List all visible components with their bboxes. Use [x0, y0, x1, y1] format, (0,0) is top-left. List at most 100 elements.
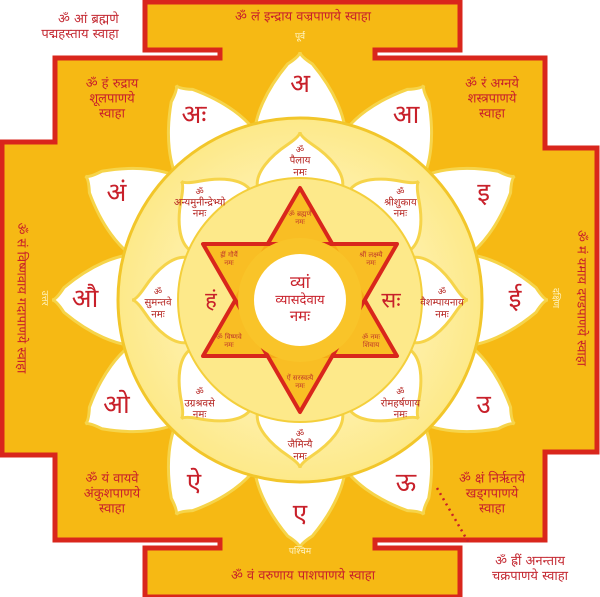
corner-line: अंकुशपाणये [83, 486, 141, 502]
corner-nirriti: ॐ क्षं निर्ऋतयेखड्गपाणयेस्वाहा [458, 471, 526, 518]
namah: नमः [293, 167, 307, 179]
star-text-b: नमः [224, 341, 234, 349]
corner-line: शूलपाणये [89, 91, 135, 107]
star-text-b: नमः [224, 259, 234, 267]
corner-ananta: ॐ ह्रीं अनन्ताय चक्रपाणये स्वाहा [492, 554, 568, 585]
center-text: व्यां व्यासदेवाय नमः [275, 274, 324, 326]
bija-ham: हं [205, 288, 217, 314]
gate-bottom-mantra: ॐ वं वरुणाय पाशपाणये स्वाहा [230, 568, 376, 584]
direction-south: दक्षिण [550, 287, 561, 309]
om-symbol: ॐ [437, 287, 447, 298]
corner-line: शस्त्रपाणये [467, 91, 517, 107]
star-text-a: ॐ विष्णवे [216, 332, 242, 341]
direction-north: उत्तर [39, 290, 50, 306]
outer-petal-letter: उ [476, 390, 491, 421]
deity-name: वैशम्पायनाय [420, 297, 464, 309]
corner-vayu: ॐ यं वायवेअंकुशपाणयेस्वाहा [83, 471, 141, 518]
corner-line: स्वाहा [99, 106, 125, 122]
corner-line: पद्महस्ताय स्वाहा [41, 27, 119, 42]
om-symbol: ॐ [153, 287, 163, 298]
corner-line: स्वाहा [479, 501, 505, 517]
deity-name: पैलाय [289, 155, 311, 167]
corner-line: ॐ हं रुद्राय [85, 76, 139, 92]
center-circle [254, 254, 346, 346]
center-namah: नमः [289, 307, 311, 326]
bija-sah: सः [381, 288, 401, 314]
corner-agni: ॐ रं अग्नयेशस्त्रपाणयेस्वाहा [465, 76, 519, 123]
namah: नमः [192, 208, 207, 220]
star-point-label: ह्रीं गौर्यैनमः [220, 251, 238, 267]
deity-name: जैमिन्यै [287, 439, 313, 451]
om-symbol: ॐ [195, 387, 204, 398]
gate-top-mantra: ॐ लं इन्द्राय वज्रपाणये स्वाहा [235, 9, 371, 25]
star-text-a: ॐ ब्रह्मणे [288, 209, 312, 218]
star-point-label: ॐ नमःशिवाय [362, 333, 380, 349]
corner-line: ॐ आं ब्रह्मणे [57, 12, 119, 28]
namah: नमः [435, 309, 449, 321]
corner-line: ॐ यं वायवे [85, 471, 139, 487]
star-text-a: ह्रीं गौर्यै [220, 250, 238, 259]
star-point-label: ॐ ब्रह्मणेनमः [288, 210, 311, 226]
namah: नमः [293, 451, 307, 463]
outer-petal-letter: इ [477, 178, 490, 209]
outer-petal-letter: ई [508, 284, 522, 315]
namah: नमः [151, 309, 165, 321]
deity-name: रोमहर्षणाय [380, 398, 421, 410]
corner-brahma: ॐ आं ब्रह्मणे पद्महस्ताय स्वाहा [41, 12, 119, 43]
star-text-b: नमः [295, 382, 305, 390]
corner-line: ॐ रं अग्नये [465, 76, 519, 92]
star-text-a: ऐं सरस्वत्यै [286, 373, 314, 382]
dotted-pointer [435, 487, 472, 546]
star-text-a: श्रीं लक्ष्म्यै [359, 250, 383, 259]
outer-petal-letter: ऊ [395, 467, 417, 498]
outer-petal-letter: अ [290, 69, 310, 100]
om-symbol: ॐ [396, 387, 405, 398]
center-bija: व्यां [289, 273, 311, 294]
gate-right-mantra: ॐ मं यमाय दण्डपाणये स्वाहा [573, 229, 589, 367]
star-point-label: श्रीं लक्ष्म्यैनमः [359, 251, 382, 267]
outer-petal-letter: औ [71, 284, 99, 315]
namah: नमः [393, 208, 408, 220]
namah: नमः [192, 409, 207, 421]
direction-east: पूर्व [294, 31, 306, 42]
outer-petal-letter: अः [181, 100, 207, 131]
om-symbol: ॐ [295, 429, 305, 440]
star-text-b: नमः [295, 218, 305, 226]
om-symbol: ॐ [396, 186, 405, 197]
corner-line: ॐ ह्रीं अनन्ताय [495, 554, 565, 570]
corner-line: खड्गपाणये [465, 486, 519, 502]
deity-name: अन्यमुनीन्द्रेभ्यो [173, 197, 226, 209]
outer-petal-letter: ऐ [186, 467, 202, 498]
star-point-label: ऐं सरस्वत्यैनमः [287, 374, 313, 390]
outer-petal-letter: ए [292, 499, 308, 530]
om-symbol: ॐ [295, 145, 305, 156]
corner-line: स्वाहा [479, 106, 505, 122]
deity-name: श्रीशुकाय [384, 197, 417, 209]
corner-line: स्वाहा [99, 501, 125, 517]
center-name: व्यासदेवाय [275, 292, 325, 308]
star-text-b: शिवाय [362, 341, 380, 349]
deity-name: सुमन्तवे [144, 297, 172, 309]
corner-line: ॐ क्षं निर्ऋतये [458, 471, 526, 487]
star-text-a: ॐ नमः [361, 332, 381, 341]
star-point-label: ॐ विष्णवेनमः [216, 333, 242, 349]
star-text-b: नमः [366, 259, 376, 267]
outer-petal-letter: आ [392, 100, 420, 131]
namah: नमः [393, 409, 408, 421]
outer-petal-letter: अं [106, 178, 127, 209]
om-symbol: ॐ [195, 186, 204, 197]
gate-left-mantra: ॐ सं विष्णवाय गदापाणये स्वाहा [13, 222, 29, 374]
deity-name: उग्रश्रवसे [184, 398, 215, 410]
direction-west: पश्चिम [288, 546, 312, 557]
